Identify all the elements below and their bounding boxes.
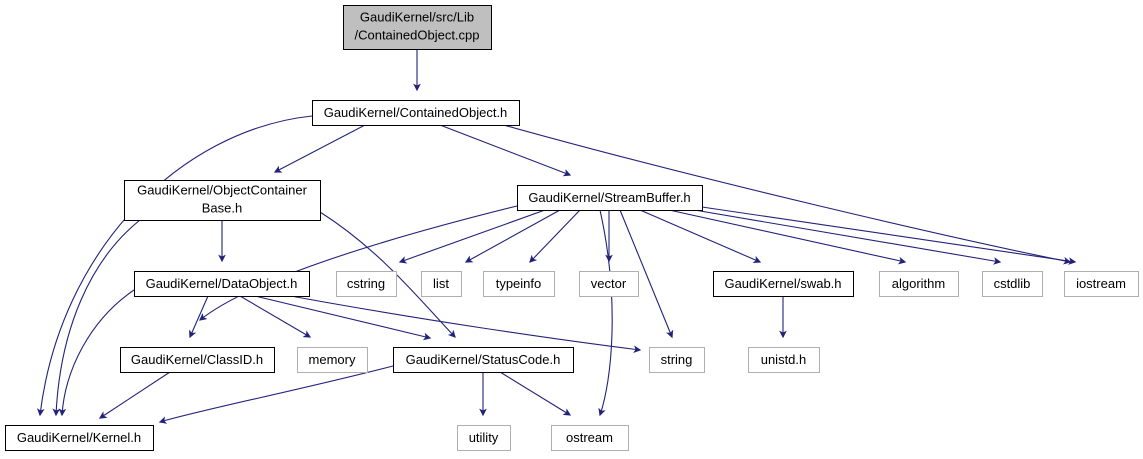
node-label: vector <box>591 276 627 291</box>
node-label: GaudiKernel/Kernel.h <box>17 430 141 445</box>
dependency-edge <box>464 209 561 263</box>
node-gaudikernel-dataobject-h[interactable]: GaudiKernel/DataObject.h <box>134 271 310 297</box>
node-box[interactable] <box>748 347 820 373</box>
node-typeinfo[interactable]: typeinfo <box>483 271 555 297</box>
dependency-edge <box>254 295 432 341</box>
node-string[interactable]: string <box>649 347 705 373</box>
node-label-line2: Base.h <box>202 200 242 215</box>
dependency-edge <box>499 123 1072 265</box>
node-box[interactable] <box>120 347 275 373</box>
node-label: unistd.h <box>761 352 807 367</box>
nodes-layer: GaudiKernel/src/Lib/ContainedObject.cppG… <box>5 5 1139 451</box>
node-box[interactable] <box>124 180 321 221</box>
node-label: iostream <box>1076 276 1126 291</box>
node-list[interactable]: list <box>421 271 462 297</box>
node-unistd-h[interactable]: unistd.h <box>748 347 820 373</box>
node-label: GaudiKernel/ClassID.h <box>131 352 263 367</box>
node-box[interactable] <box>649 347 705 373</box>
node-box[interactable] <box>343 5 492 50</box>
node-label: GaudiKernel/ContainedObject.h <box>324 105 508 120</box>
node-box[interactable] <box>517 185 703 211</box>
node-gaudikernel-statuscode-h[interactable]: GaudiKernel/StatusCode.h <box>393 347 574 373</box>
node-cstring[interactable]: cstring <box>336 271 397 297</box>
dependency-edge <box>398 209 546 264</box>
node-vector[interactable]: vector <box>579 271 639 297</box>
node-box[interactable] <box>1064 271 1139 297</box>
node-label: memory <box>309 352 356 367</box>
node-label: cstdlib <box>994 276 1031 291</box>
node-label: GaudiKernel/StatusCode.h <box>406 352 561 367</box>
node-label: cstring <box>347 276 385 291</box>
node-box[interactable] <box>421 271 462 297</box>
node-box[interactable] <box>713 271 854 297</box>
node-box[interactable] <box>579 271 639 297</box>
node-label-line1: GaudiKernel/src/Lib <box>360 9 474 24</box>
dependency-edge <box>499 371 572 416</box>
dependency-edge <box>667 201 1077 265</box>
node-algorithm[interactable]: algorithm <box>879 271 959 297</box>
node-memory[interactable]: memory <box>297 347 368 373</box>
node-iostream[interactable]: iostream <box>1064 271 1139 297</box>
node-label: algorithm <box>892 276 945 291</box>
node-label-line2: /ContainedObject.cpp <box>354 27 479 42</box>
node-gaudikernel-swab-h[interactable]: GaudiKernel/swab.h <box>713 271 854 297</box>
node-box[interactable] <box>393 347 574 373</box>
dependency-edge <box>279 293 642 354</box>
node-label: GaudiKernel/StreamBuffer.h <box>528 190 690 205</box>
dependency-edge <box>598 209 613 417</box>
node-box[interactable] <box>982 271 1043 297</box>
node-box[interactable] <box>483 271 555 297</box>
node-label: ostream <box>566 430 613 445</box>
node-box[interactable] <box>879 271 959 297</box>
dependency-edge <box>189 295 209 339</box>
dependency-edge <box>659 207 907 265</box>
node-gaudikernel-src-lib[interactable]: GaudiKernel/src/Lib/ContainedObject.cpp <box>343 5 492 50</box>
node-utility[interactable]: utility <box>457 425 511 451</box>
node-label-line1: GaudiKernel/ObjectContainer <box>137 182 307 197</box>
dependency-edge <box>198 205 518 321</box>
dependency-edge <box>639 209 762 263</box>
edges-layer <box>36 49 1077 424</box>
node-label: typeinfo <box>496 276 542 291</box>
node-box[interactable] <box>551 425 629 451</box>
node-label: utility <box>469 430 499 445</box>
node-ostream[interactable]: ostream <box>551 425 629 451</box>
node-box[interactable] <box>134 271 310 297</box>
dependency-edge <box>52 219 141 417</box>
dependency-edge <box>98 371 171 419</box>
node-box[interactable] <box>297 347 368 373</box>
dependency-edge <box>619 209 674 339</box>
dependency-edge <box>664 204 1002 265</box>
dependency-edge <box>239 295 312 338</box>
node-label: list <box>433 276 449 291</box>
dependency-edge <box>273 124 366 173</box>
node-gaudikernel-classid-h[interactable]: GaudiKernel/ClassID.h <box>120 347 275 373</box>
node-label: GaudiKernel/DataObject.h <box>146 276 298 291</box>
node-box[interactable] <box>336 271 397 297</box>
node-box[interactable] <box>457 425 511 451</box>
dependency-edge <box>58 289 135 417</box>
node-label: GaudiKernel/swab.h <box>724 276 841 291</box>
node-gaudikernel-kernel-h[interactable]: GaudiKernel/Kernel.h <box>5 425 154 451</box>
dependency-edge <box>529 209 581 263</box>
node-box[interactable] <box>5 425 154 451</box>
dependency-edge <box>439 124 572 177</box>
node-box[interactable] <box>312 100 520 126</box>
node-cstdlib[interactable]: cstdlib <box>982 271 1043 297</box>
dependency-edge <box>158 365 394 424</box>
node-gaudikernel-containedobject-h[interactable]: GaudiKernel/ContainedObject.h <box>312 100 520 126</box>
node-label: string <box>661 352 693 367</box>
node-gaudikernel-streambuffer-h[interactable]: GaudiKernel/StreamBuffer.h <box>517 185 703 211</box>
